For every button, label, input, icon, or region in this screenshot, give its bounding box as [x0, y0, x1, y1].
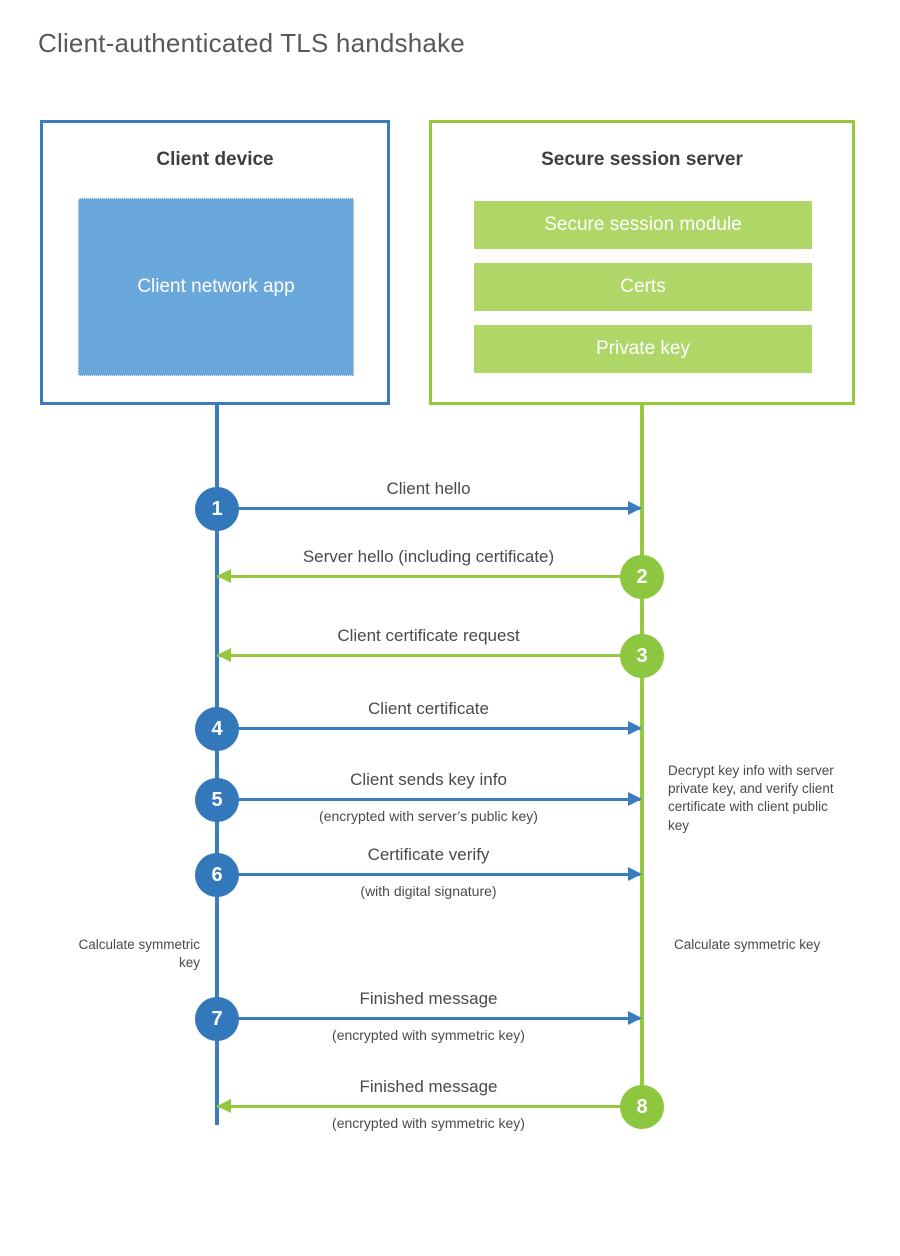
step-2-arrow-head-left [217, 569, 231, 583]
client-lifeline [215, 405, 219, 1125]
step-badge-8[interactable]: 8 [620, 1085, 664, 1129]
step-badge-3[interactable]: 3 [620, 634, 664, 678]
secure-session-server-title: Secure session server [541, 149, 743, 170]
step-3-label: Client certificate request [337, 626, 520, 645]
step-6-label: Certificate verify [367, 845, 490, 864]
note-server-decrypt: Decrypt key info with server private key… [668, 763, 834, 833]
step-4-label: Client certificate [368, 699, 489, 718]
client-device-box: Client device Client network app [40, 120, 390, 405]
step-5-arrow-head-right [628, 792, 642, 806]
server-component-certs: Certs [474, 263, 812, 311]
step-7-sublabel: (encrypted with symmetric key) [332, 1027, 525, 1043]
step-2-arrow-line [217, 575, 640, 578]
secure-session-server-box: Secure session server Secure session mod… [429, 120, 855, 405]
step-1-arrow-line [217, 507, 640, 510]
client-network-app-box: Client network app [78, 198, 354, 376]
note-calculate-symmetric-key-client: Calculate symmetric key [78, 937, 200, 971]
page-title: Client-authenticated TLS handshake [38, 28, 465, 58]
step-5-sublabel: (encrypted with server’s public key) [319, 808, 538, 824]
server-component-secure-session-module: Secure session module [474, 201, 812, 249]
step-badge-5[interactable]: 5 [195, 778, 239, 822]
step-3-arrow-head-left [217, 648, 231, 662]
step-badge-2[interactable]: 2 [620, 555, 664, 599]
step-badge-4[interactable]: 4 [195, 707, 239, 751]
step-1-arrow-head-right [628, 501, 642, 515]
step-3-arrow-line [217, 654, 640, 657]
step-4-arrow-head-right [628, 721, 642, 735]
step-5-label: Client sends key info [350, 770, 507, 789]
server-components-list: Secure session module Certs Private key [474, 201, 812, 373]
step-8-arrow-line [217, 1105, 640, 1108]
server-lifeline [640, 405, 644, 1110]
step-6-sublabel: (with digital signature) [360, 883, 497, 899]
step-8-label: Finished message [359, 1077, 498, 1096]
step-8-arrow-head-left [217, 1099, 231, 1113]
step-7-label: Finished message [359, 989, 498, 1008]
step-4-arrow-line [217, 727, 640, 730]
step-2-label: Server hello (including certificate) [302, 547, 555, 566]
server-component-private-key: Private key [474, 325, 812, 373]
step-5-arrow-line [217, 798, 640, 801]
step-1-label: Client hello [386, 479, 471, 498]
step-badge-6[interactable]: 6 [195, 853, 239, 897]
step-6-arrow-head-right [628, 867, 642, 881]
step-6-arrow-line [217, 873, 640, 876]
step-badge-7[interactable]: 7 [195, 997, 239, 1041]
step-8-sublabel: (encrypted with symmetric key) [332, 1115, 525, 1131]
step-badge-1[interactable]: 1 [195, 487, 239, 531]
step-7-arrow-line [217, 1017, 640, 1020]
step-7-arrow-head-right [628, 1011, 642, 1025]
note-calculate-symmetric-key-server: Calculate symmetric key [674, 937, 821, 952]
client-device-title: Client device [156, 149, 274, 170]
